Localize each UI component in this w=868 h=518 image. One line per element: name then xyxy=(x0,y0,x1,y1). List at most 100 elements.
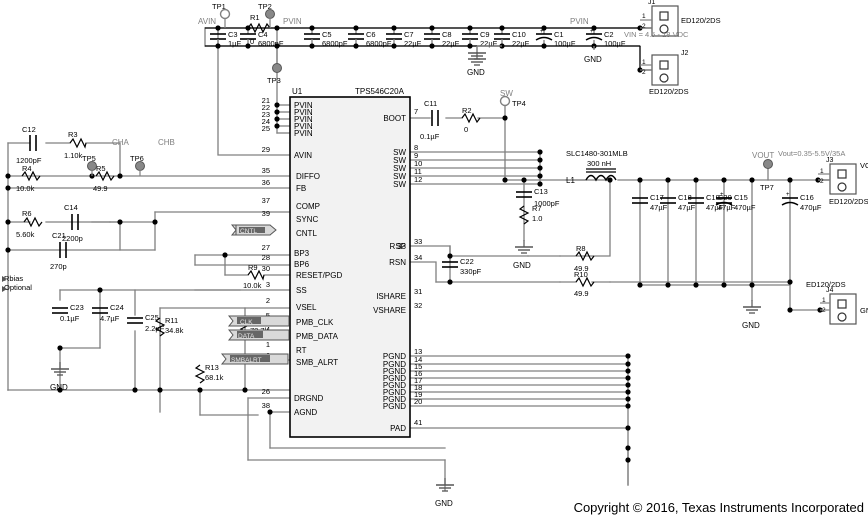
cap-ref-C13: C13 xyxy=(534,187,548,196)
inductor-L1: L1 300 nH SLC1480-301MLB xyxy=(566,149,628,185)
gnd-symbol-bottom: GND xyxy=(435,477,455,508)
inductor-ref-L1: L1 xyxy=(566,176,575,185)
pin-num-1: 1 xyxy=(266,340,270,349)
test-point-TP1[interactable]: TP1 xyxy=(212,2,231,28)
pin-num-13: 13 xyxy=(414,347,422,356)
signal-flag-cntl[interactable]: CNTL xyxy=(230,224,277,236)
connector-J2-ref: J2 xyxy=(681,50,689,57)
connector-J3[interactable]: 1 2 J3 ED120/2DS VOUT xyxy=(818,157,868,206)
pin-name-25: PVIN xyxy=(294,129,313,138)
annotation-rbias-optional: Optional xyxy=(4,283,32,292)
cap-val-C8: 22µF xyxy=(442,39,460,48)
rbias-marker xyxy=(2,276,7,292)
ic-part-number: TPS546C20A xyxy=(355,87,405,96)
res-val-R7: 1.0 xyxy=(532,214,542,223)
test-point-TP3[interactable]: TP3 xyxy=(267,63,282,86)
pin-num-39: 39 xyxy=(262,209,270,218)
pin-name-35: DIFFO xyxy=(296,172,320,181)
connector-J1[interactable]: 1 2 J1 ED120/2DS xyxy=(640,0,721,37)
pin-name-7: BOOT xyxy=(383,114,406,123)
res-ref-R6: R6 xyxy=(22,209,32,218)
res-ref-R10: R10 xyxy=(574,270,588,279)
test-point-label-TP2: TP2 xyxy=(258,2,272,11)
annotation-rbias: Rbias xyxy=(4,274,23,283)
pin-name-37: COMP xyxy=(296,202,320,211)
gnd-label-output: GND xyxy=(742,321,760,330)
connector-J3-ref: J3 xyxy=(826,157,834,164)
connector-J3-part: ED120/2DS xyxy=(829,197,868,206)
resistor-R2: R2 0 xyxy=(461,106,481,134)
pin-name-VSHARE: VSHARE xyxy=(373,306,406,315)
cap-ref-C25: C25 xyxy=(145,313,159,322)
cap-ref-C4: C4 xyxy=(258,30,268,39)
res-val-R5: 49.9 xyxy=(93,184,108,193)
resistor-R7: R7 1.0 xyxy=(518,204,542,225)
pin-num-10: 10 xyxy=(414,159,422,168)
connector-J2-pin1: 1 xyxy=(642,59,646,66)
signal-flag-data[interactable]: DATA xyxy=(227,329,290,341)
connector-J4-label: GND xyxy=(860,306,868,315)
pin-num-24: 24 xyxy=(262,117,270,126)
connector-J1-pin1: 1 xyxy=(642,13,646,20)
pin-num-16: 16 xyxy=(414,369,422,378)
resistor-R11: R11 34.8k xyxy=(154,316,184,337)
connector-J4-pin2: 2 xyxy=(822,307,826,314)
res-val-R10: 49.9 xyxy=(574,289,589,298)
cap-val-C9: 22µF xyxy=(480,39,498,48)
pin-name-13: PGND xyxy=(383,352,406,361)
ic-pin-3: 3SS xyxy=(266,280,307,295)
test-point-label-TP3: TP3 xyxy=(267,76,281,85)
signal-flag-clk[interactable]: CLK xyxy=(227,315,290,327)
capacitor-C23: C23 0.1µF xyxy=(52,303,84,323)
cap-ref-C5: C5 xyxy=(322,30,332,39)
annotation-vout-range: Vout=0.35-5.5V/35A xyxy=(778,149,845,158)
capacitor-C20-label: C20 47µF xyxy=(718,193,736,212)
cap-ref-C20: C20 xyxy=(718,193,732,202)
pin-name-39: SYNC xyxy=(296,215,318,224)
connector-J3-pin2: 2 xyxy=(820,178,824,185)
gnd-label-bottom: GND xyxy=(435,499,453,508)
cap-val-C7: 22µF xyxy=(404,39,422,48)
signal-flag-smbalrt[interactable]: SMBALRT xyxy=(220,353,289,365)
cap-val-C4: 6800pF xyxy=(258,39,284,48)
pin-num-15: 15 xyxy=(414,362,422,371)
connector-J4[interactable]: 1 2 J4 ED120/2DS GND xyxy=(806,280,868,325)
connector-J3-pin1: 1 xyxy=(820,168,824,175)
cap-val-C20: 47µF xyxy=(718,203,736,212)
test-point-TP5[interactable]: TP5 xyxy=(82,154,97,176)
connector-J2[interactable]: 1 2 J2 ED120/2DS xyxy=(640,50,689,96)
pin-name-21: PVIN xyxy=(294,101,313,110)
test-point-TP4[interactable]: TP4 xyxy=(499,95,526,109)
pin-name-29: AVIN xyxy=(294,151,312,160)
test-point-TP7[interactable]: TP7 xyxy=(760,159,774,193)
cap-val-C10: 22µF xyxy=(512,39,530,48)
pin-name-3: SS xyxy=(296,286,307,295)
pin-name-22: PVIN xyxy=(294,108,313,117)
resistor-R10: R10 49.9 xyxy=(574,270,595,298)
cap-ref-C18: C18 xyxy=(678,193,692,202)
connectors-group: 1 2 J1 ED120/2DS 1 2 J2 ED120/2DS 1 2 J3 xyxy=(640,0,868,325)
test-point-TP2[interactable]: TP2 xyxy=(258,2,275,28)
test-point-TP6[interactable]: TP6 xyxy=(130,154,145,176)
capacitor-C8: C8 22µF xyxy=(424,28,460,48)
gnd-label-c2: GND xyxy=(584,55,602,64)
pin-num-9: 9 xyxy=(414,151,418,160)
pin-num-41: 41 xyxy=(414,418,422,427)
net-label-avin: AVIN xyxy=(198,17,216,26)
cap-ref-C3: C3 xyxy=(228,30,238,39)
pin-num-33: 33 xyxy=(414,237,422,246)
capacitor-C11: C11 0.1µF xyxy=(420,99,440,141)
cap-polarity-C2: + xyxy=(590,29,594,35)
